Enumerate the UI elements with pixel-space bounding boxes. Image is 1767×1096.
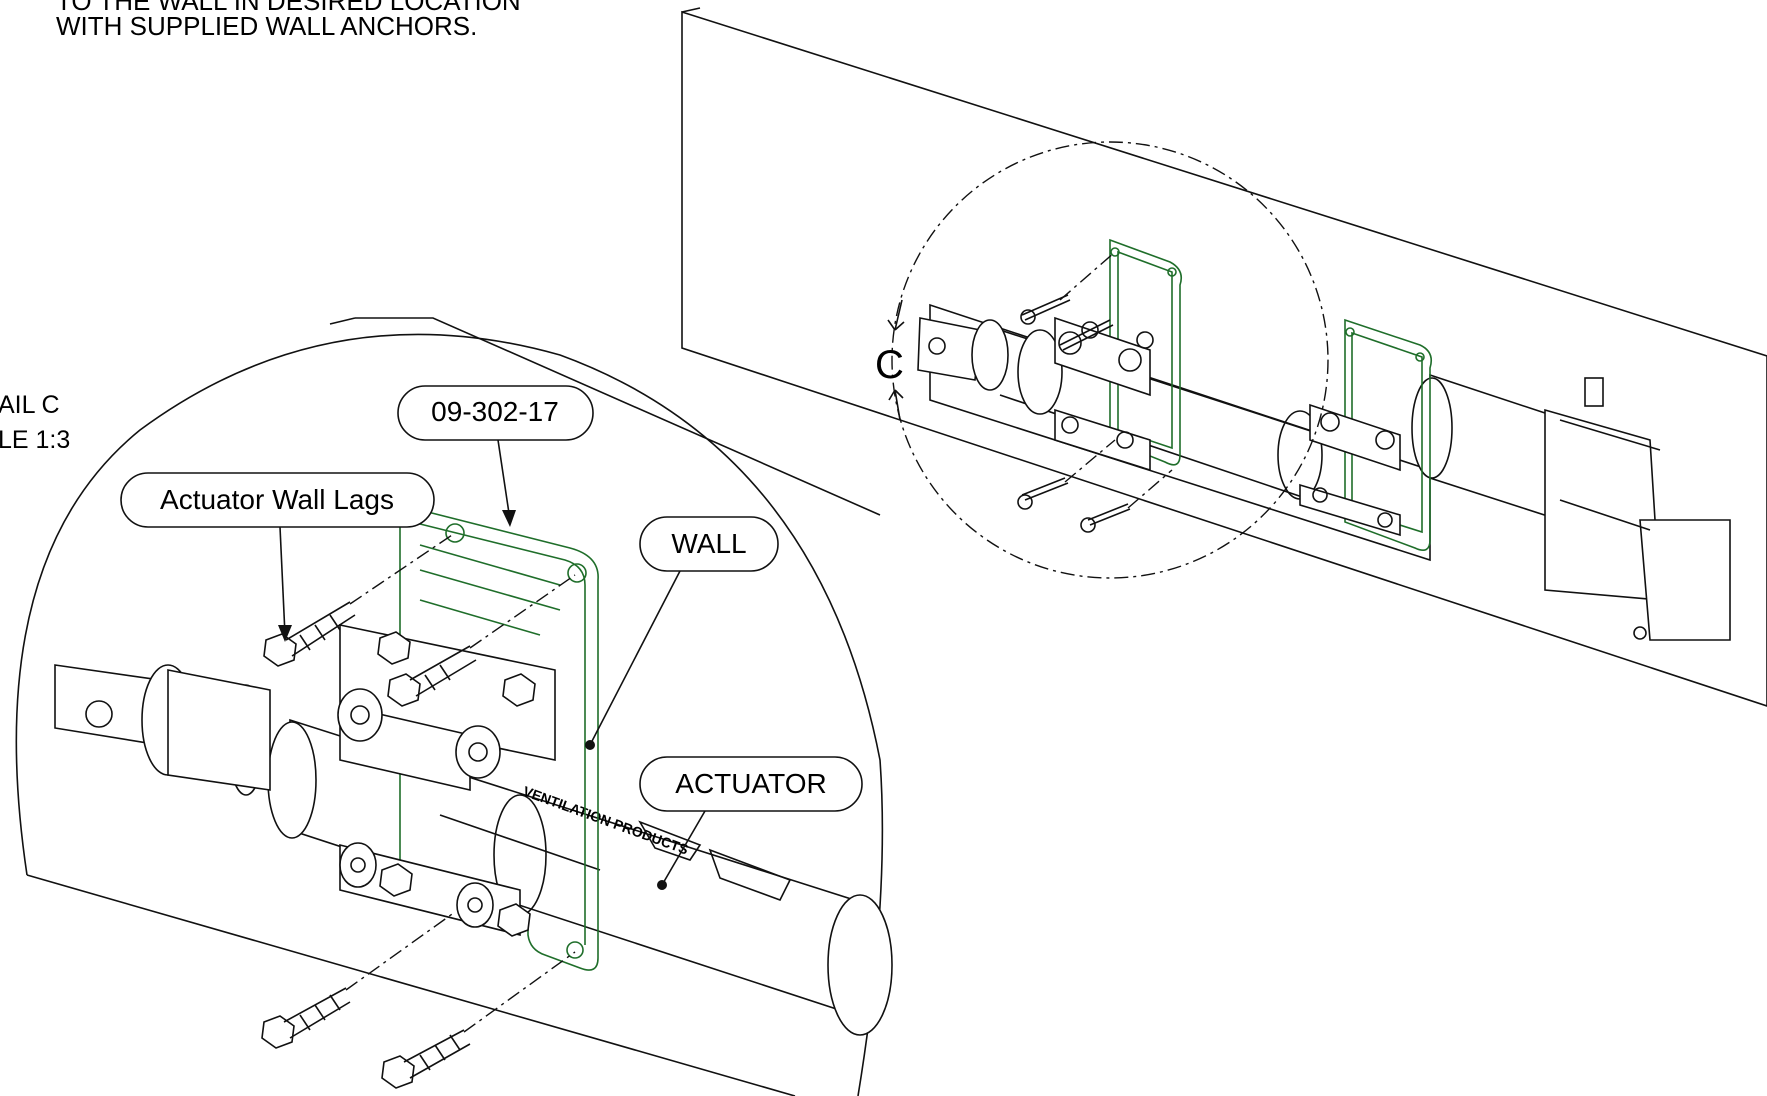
callout-wall: WALL	[585, 516, 779, 750]
wall-panel	[681, 10, 1767, 707]
detail-clamps	[337, 624, 556, 937]
overview-clamps	[1054, 316, 1401, 537]
callout-wall-text: WALL	[671, 528, 746, 559]
note-line-2: WITH SUPPLIED WALL ANCHORS.	[56, 11, 478, 41]
callout-wall-lags-text: Actuator Wall Lags	[160, 484, 394, 515]
note-line-1: TO THE WALL IN DESIRED LOCATION	[56, 0, 521, 16]
callout-actuator: ACTUATOR	[639, 756, 863, 890]
lag-screw-2	[387, 645, 477, 707]
callout-part-number-text: 09-302-17	[431, 396, 559, 427]
detail-marker-c: C	[875, 343, 904, 387]
detail-actuator: VENTILATION PRODUCTS	[54, 664, 893, 1036]
detail-c-circle	[891, 141, 1329, 579]
detail-lag-screws	[261, 534, 576, 1089]
overview-lag-screws	[1017, 251, 1173, 533]
detail-title: AIL C	[0, 391, 60, 419]
detail-scale: LE 1:3	[0, 426, 71, 454]
callout-actuator-text: ACTUATOR	[675, 768, 826, 799]
detail-c-view: VENTILATION PRODUCTS	[15, 317, 893, 1096]
lag-screw-3	[261, 987, 351, 1049]
callout-part-number: 09-302-17	[397, 385, 594, 527]
lag-screw-4	[381, 1029, 471, 1089]
detail-wall-edge	[355, 317, 881, 516]
detail-boundary-arc	[15, 333, 884, 1096]
callout-wall-lags: Actuator Wall Lags	[120, 472, 435, 642]
overview-assembly: C	[681, 7, 1767, 707]
